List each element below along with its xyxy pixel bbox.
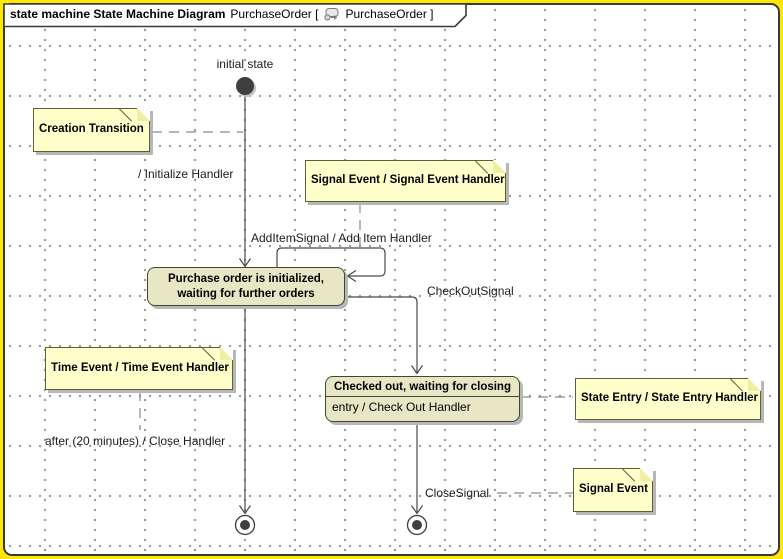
note-creation-transition-label: Creation Transition bbox=[39, 123, 144, 136]
state-checked-out-entry-activity: entry / Check Out Handler bbox=[332, 400, 471, 414]
note-state-entry-handler[interactable]: State Entry / State Entry Handler bbox=[575, 378, 761, 420]
state-purchase-order-name: Purchase order is initialized, waiting f… bbox=[168, 273, 324, 300]
final-state-node-left[interactable] bbox=[234, 514, 256, 536]
transition-check-out-label[interactable]: CheckOutSignal bbox=[427, 284, 514, 298]
note-state-entry-handler-label: State Entry / State Entry Handler bbox=[581, 392, 759, 405]
initial-state-node[interactable] bbox=[236, 77, 256, 97]
note-time-event-handler[interactable]: Time Event / Time Event Handler bbox=[45, 347, 233, 390]
note-creation-transition[interactable]: Creation Transition bbox=[33, 108, 150, 152]
note-anchor-lines bbox=[139, 131, 573, 494]
transition-close-timer-label[interactable]: after (20 minutes) / Close Handler bbox=[45, 434, 226, 448]
initial-state-label: initial state bbox=[216, 57, 274, 71]
final-state-node-right[interactable] bbox=[406, 514, 428, 536]
transition-check-out[interactable] bbox=[346, 296, 423, 375]
state-machine-icon bbox=[323, 7, 340, 21]
diagram-title-frame-param: PurchaseOrder ] bbox=[345, 7, 434, 21]
diagram-title: state machine State Machine Diagram Purc… bbox=[10, 7, 434, 21]
transition-close-signal[interactable] bbox=[411, 423, 423, 515]
transition-close-signal-label[interactable]: CloseSignal bbox=[425, 486, 490, 500]
note-time-event-handler-label: Time Event / Time Event Handler bbox=[51, 361, 229, 374]
note-signal-event-handler-label: Signal Event / Signal Event Handler bbox=[311, 174, 505, 187]
diagram-title-name: PurchaseOrder [ bbox=[230, 7, 319, 21]
note-signal-event[interactable]: Signal Event bbox=[573, 468, 653, 512]
diagram-title-keyword: state machine State Machine Diagram bbox=[10, 7, 226, 21]
transition-initialize[interactable] bbox=[239, 95, 251, 268]
state-purchase-order-initialized[interactable]: Purchase order is initialized, waiting f… bbox=[147, 267, 345, 306]
state-checked-out-name: Checked out, waiting for closing bbox=[326, 377, 519, 397]
transition-add-item-self-loop[interactable] bbox=[276, 247, 386, 283]
title-tab-shape bbox=[3, 3, 467, 28]
state-checked-out[interactable]: Checked out, waiting for closing entry /… bbox=[325, 376, 520, 422]
transition-add-item-label[interactable]: AddItemSignal / Add Item Handler bbox=[251, 231, 432, 245]
note-signal-event-label: Signal Event bbox=[579, 483, 649, 496]
transition-initialize-label[interactable]: / Initialize Handler bbox=[138, 167, 234, 181]
diagram-frame bbox=[3, 3, 780, 556]
note-signal-event-handler[interactable]: Signal Event / Signal Event Handler bbox=[305, 160, 506, 202]
transition-close-timer[interactable] bbox=[239, 306, 251, 515]
